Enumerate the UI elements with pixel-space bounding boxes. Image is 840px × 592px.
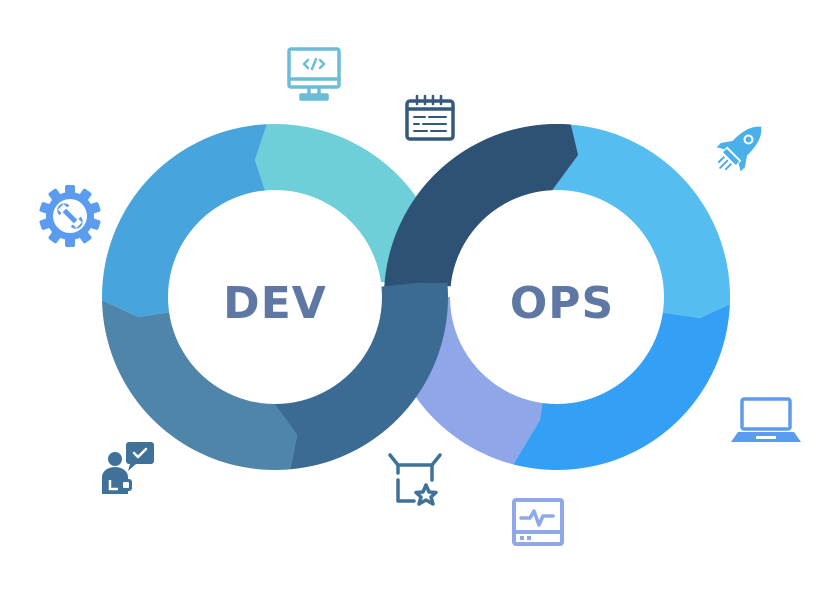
dev-label: DEV	[223, 278, 327, 329]
laptop-icon	[731, 397, 801, 442]
gear-wrench-icon	[39, 185, 101, 247]
user-feedback-icon	[102, 442, 154, 494]
heart-monitor-icon	[512, 498, 564, 546]
ops-label: OPS	[510, 278, 614, 329]
rocket-icon	[716, 126, 762, 172]
calendar-icon	[405, 94, 455, 141]
box-star-icon	[388, 453, 442, 506]
code-monitor-icon	[287, 47, 341, 101]
